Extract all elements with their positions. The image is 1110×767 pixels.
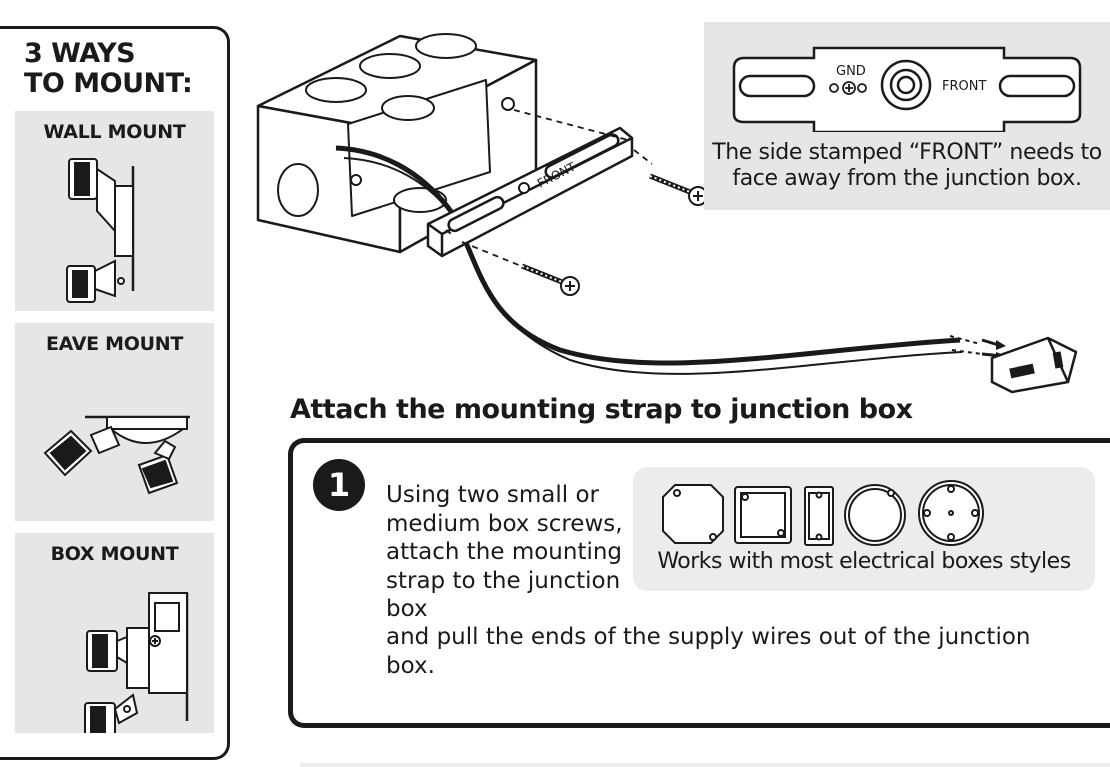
wall-mount-panel: WALL MOUNT: [15, 111, 214, 311]
sidebar-title-line2: TO MOUNT:: [24, 68, 193, 99]
box-mount-illustration: [84, 592, 189, 733]
sidebar-title: 3 WAYS TO MOUNT:: [24, 38, 193, 99]
junction-box-strap-diagram: FRONT: [256, 33, 1078, 394]
front-label: FRONT: [942, 79, 986, 94]
compatible-boxes-panel: Works with most electrical boxes styles: [633, 467, 1095, 591]
eave-mount-label: EAVE MOUNT: [45, 333, 184, 355]
single-gang-box-icon: [804, 486, 834, 546]
front-stamp-callout: GND FRONT The side stamped “FRONT” needs…: [704, 22, 1110, 210]
step-instruction-part2: and pull the ends of the supply wires ou…: [386, 624, 1031, 679]
alignment-guides: [445, 109, 653, 269]
wire-connector: [990, 336, 1078, 394]
electrical-box-icons: [662, 480, 984, 546]
sidebar-title-line1: 3 WAYS: [24, 38, 136, 69]
junction-box: [256, 33, 538, 254]
box-screw-lower: [521, 263, 580, 296]
octagon-box-icon: [662, 484, 724, 544]
section-heading: Attach the mounting strap to junction bo…: [290, 394, 913, 425]
strap-front-view: GND FRONT: [732, 46, 1082, 132]
wall-mount-label: WALL MOUNT: [43, 121, 186, 143]
mount-options-sidebar: 3 WAYS TO MOUNT: WALL MOUNT EAVE MOUNT: [0, 26, 230, 760]
round-pancake-box-icon: [918, 480, 984, 546]
box-mount-panel: BOX MOUNT: [15, 533, 214, 733]
next-panel-edge: [300, 763, 1110, 767]
step-number-badge: 1: [313, 459, 365, 511]
step-instruction-part1: Using two small or medium box screws, at…: [386, 482, 623, 622]
mounting-strap: FRONT: [426, 126, 634, 258]
eave-mount-illustration: [43, 415, 190, 495]
wall-mount-illustration: [66, 158, 135, 303]
boxes-caption: Works with most electrical boxes styles: [657, 549, 1071, 574]
square-box-icon: [734, 486, 792, 544]
step-1-box: 1 Using two small or medium box screws, …: [288, 438, 1110, 728]
callout-text: The side stamped “FRONT” needs to face a…: [712, 140, 1102, 191]
eave-mount-panel: EAVE MOUNT: [15, 323, 214, 521]
box-mount-label: BOX MOUNT: [50, 543, 179, 565]
gnd-label: GND: [836, 64, 866, 79]
round-box-icon: [844, 484, 906, 546]
box-screw-upper: [649, 173, 708, 206]
